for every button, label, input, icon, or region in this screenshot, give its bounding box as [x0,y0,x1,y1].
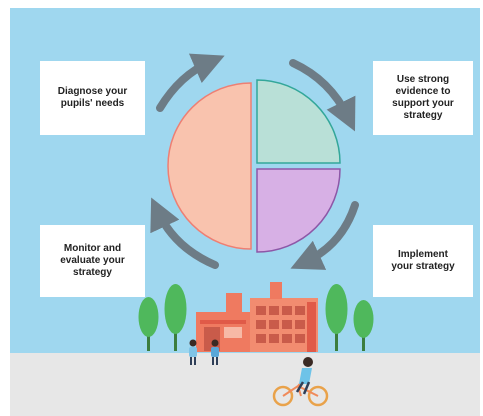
step-label-diagnose: Diagnose your pupils' needs [57,86,128,109]
ground [10,353,480,416]
pie-icon [167,79,341,253]
tree-icon [353,300,374,351]
step-card-implement: Implement your strategy [373,225,473,297]
cycle-arrow-icon [156,53,225,112]
step-label-evidence: Use strong evidence to support your stra… [392,74,454,121]
tree-icon [325,284,348,351]
cycle-arrow-icon [150,197,219,269]
tree-icon [164,284,187,351]
cycle-arrow-icon [290,201,359,270]
school-building-icon [196,282,318,352]
pie-bottom-quarter-slice [256,168,341,253]
pupil-icon [189,339,197,365]
cycle-arrow-icon [289,59,356,132]
step-card-evidence: Use strong evidence to support your stra… [373,61,473,135]
cyclist-icon [272,357,329,407]
pupil-icon [211,339,219,365]
pie-half-slice [167,82,252,250]
step-card-monitor: Monitor and evaluate your strategy [40,225,145,297]
step-label-monitor: Monitor and evaluate your strategy [60,243,125,278]
pie-top-quarter-slice [256,79,341,164]
tree-icon [138,297,159,351]
step-label-implement: Implement your strategy [391,249,455,272]
step-card-diagnose: Diagnose your pupils' needs [40,61,145,135]
